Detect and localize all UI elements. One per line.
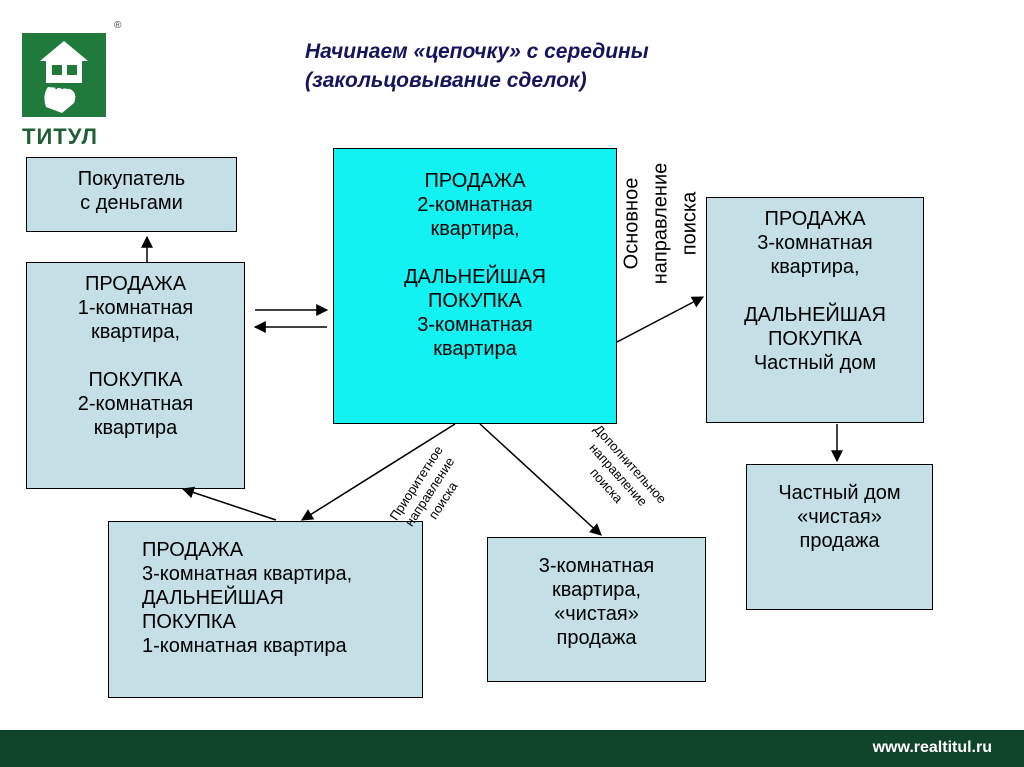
box-line: 2-комнатная — [417, 194, 533, 216]
arrow-bottom-left-to-left — [181, 486, 277, 521]
slide-title: Начинаем «цепочку» с середины (закольцов… — [305, 37, 649, 95]
box-line: квартира, — [430, 218, 520, 240]
box-line: ПОКУПКА — [768, 328, 862, 350]
box-line: ДАЛЬНЕЙШАЯ — [404, 266, 546, 288]
box-line: «чистая» — [797, 506, 882, 528]
box-line: квартира, — [551, 579, 642, 601]
bottom-left-deal-box: ПРОДАЖА 3-комнатная квартира, ДАЛЬНЕЙШАЯ… — [108, 521, 423, 698]
box-line: квартира, — [90, 321, 181, 343]
box-line: ПОКУПКА — [88, 369, 183, 391]
box-line: 3-комнатная квартира, — [142, 563, 353, 585]
logo — [22, 33, 106, 117]
title-line-1: Начинаем «цепочку» с середины — [305, 40, 649, 63]
box-line: «чистая» — [554, 603, 639, 625]
box-line: Частный дом — [778, 482, 901, 504]
box-line: квартира — [93, 417, 178, 439]
box-line: ПОКУПКА — [142, 611, 236, 633]
left-deal-box: ПРОДАЖА 1-комнатная квартира, ПОКУПКА 2-… — [26, 262, 245, 489]
box-line: Частный дом — [753, 352, 877, 374]
buyer-box: Покупатель с деньгами — [26, 157, 237, 232]
box-line: ПОКУПКА — [428, 290, 522, 312]
box-line: ПРОДАЖА — [424, 170, 526, 192]
arrow-center-to-right — [616, 296, 705, 343]
arrow-center-to-bottom-left — [300, 423, 456, 521]
center-deal-box: ПРОДАЖА 2-комнатная квартира, ДАЛЬНЕЙШАЯ… — [333, 148, 617, 424]
box-line: ПРОДАЖА — [764, 208, 866, 230]
box-line: квартира — [433, 338, 517, 360]
box-line: продажа — [556, 627, 637, 649]
arrow-center-to-bottom-mid — [479, 423, 602, 536]
box-line: ПРОДАЖА — [142, 539, 244, 561]
box-line: с деньгами — [80, 192, 183, 214]
box-line: продажа — [799, 530, 880, 552]
box-line: ДАЛЬНЕЙШАЯ — [744, 304, 886, 326]
box-line: 1-комнатная квартира — [142, 635, 347, 657]
box-line: 3-комнатная — [417, 314, 533, 336]
footer-url[interactable]: www.realtitul.ru — [872, 739, 992, 756]
box-line: 1-комнатная — [77, 297, 194, 319]
box-line: квартира, — [770, 256, 860, 278]
box-line: 3-комнатная — [757, 232, 873, 254]
bottom-mid-box: 3-комнатная квартира, «чистая» продажа — [487, 537, 706, 682]
box-line: ПРОДАЖА — [84, 273, 187, 295]
house-hand-icon — [40, 41, 88, 113]
brand-name: ТИТУЛ — [22, 124, 98, 149]
right-deal-box: ПРОДАЖА 3-комнатная квартира, ДАЛЬНЕЙШАЯ… — [706, 197, 924, 423]
box-line: Покупатель — [77, 168, 186, 190]
box-line: 2-комнатная — [77, 393, 194, 415]
registered-mark: ® — [114, 20, 122, 31]
bottom-right-box: Частный дом «чистая» продажа — [746, 464, 933, 610]
box-line: 3-комнатная — [538, 555, 655, 577]
footer-bar: www.realtitul.ru — [0, 730, 1024, 767]
title-line-2: (закольцовывание сделок) — [305, 69, 587, 92]
box-line: ДАЛЬНЕЙШАЯ — [142, 587, 284, 609]
